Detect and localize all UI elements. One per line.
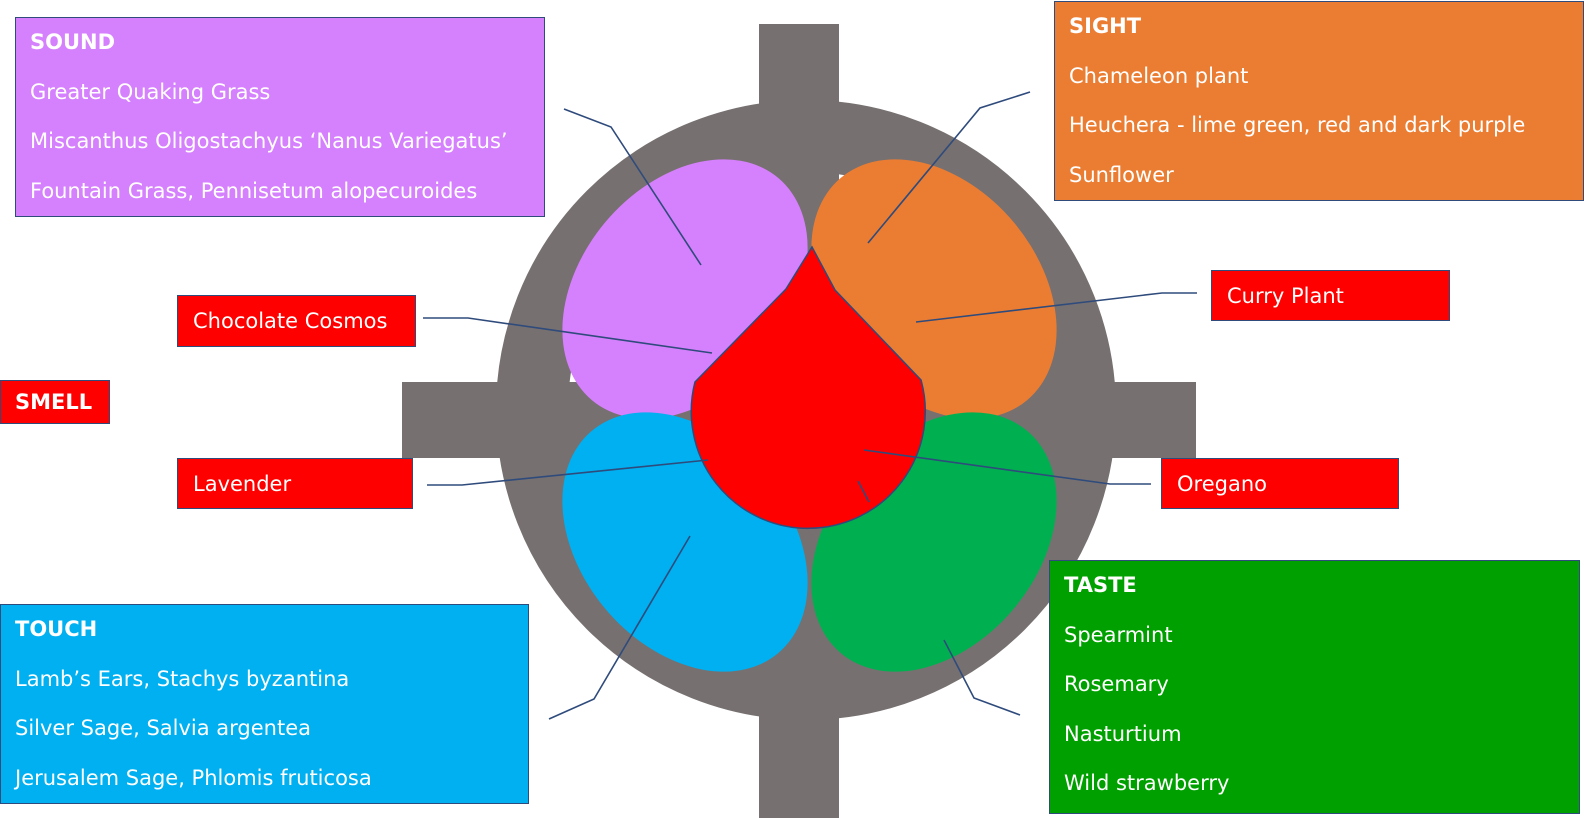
lavender-text: Lavender [193, 471, 292, 496]
taste-item: Spearmint [1064, 622, 1173, 647]
sound-item: Fountain Grass, Pennisetum alopecuroides [30, 178, 478, 203]
sight-box: SIGHT Chameleon plant Heuchera - lime gr… [1054, 1, 1584, 201]
smell-bed [690, 245, 926, 530]
oregano-text: Oregano [1177, 471, 1267, 496]
sound-box: SOUND Greater Quaking Grass Miscanthus O… [15, 17, 545, 217]
sight-item: Chameleon plant [1069, 63, 1249, 88]
curry-plant-leader-line [915, 292, 1197, 323]
sound-item: Miscanthus Oligostachyus ‘Nanus Variegat… [30, 129, 508, 153]
taste-item: Wild strawberry [1064, 771, 1230, 795]
sound-leader-line [563, 108, 702, 266]
touch-item: Silver Sage, Salvia argentea [15, 716, 312, 740]
chocolate-cosmos-leader-line [423, 317, 713, 354]
taste-item: Rosemary [1064, 672, 1169, 696]
curry-plant-label: Curry Plant [1211, 270, 1450, 321]
taste-item: Nasturtium [1064, 721, 1182, 746]
lavender-label: Lavender [177, 458, 413, 509]
circular-path [496, 100, 1116, 720]
lavender-leader-line [427, 459, 709, 486]
sound-item: Greater Quaking Grass [30, 79, 271, 104]
touch-box: TOUCH Lamb’s Ears, Stachys byzantina Sil… [0, 604, 529, 804]
chocolate-cosmos-label: Chocolate Cosmos [177, 295, 416, 347]
taste-box: TASTE Spearmint Rosemary Nasturtium Wild… [1049, 560, 1580, 814]
touch-item: Jerusalem Sage, Phlomis fruticosa [15, 765, 372, 790]
sight-leader-line [867, 91, 1031, 244]
touch-item: Lamb’s Ears, Stachys byzantina [15, 666, 350, 691]
taste-leader-line [943, 639, 1021, 716]
oregano-label: Oregano [1161, 458, 1399, 509]
chocolate-cosmos-text: Chocolate Cosmos [193, 309, 388, 333]
touch-leader-line [548, 535, 691, 720]
sight-title: SIGHT [1069, 14, 1142, 38]
smell-title: SMELL [15, 390, 93, 414]
oregano-leader-line [863, 449, 1151, 485]
taste-title: TASTE [1064, 573, 1137, 597]
sound-title: SOUND [30, 30, 116, 54]
curry-plant-text: Curry Plant [1227, 283, 1344, 308]
taste-bed-tick [857, 480, 870, 503]
touch-title: TOUCH [15, 617, 98, 641]
sight-item: Sunflower [1069, 162, 1174, 187]
smell-title-box: SMELL [0, 380, 110, 424]
sight-item: Heuchera - lime green, red and dark purp… [1069, 113, 1526, 137]
